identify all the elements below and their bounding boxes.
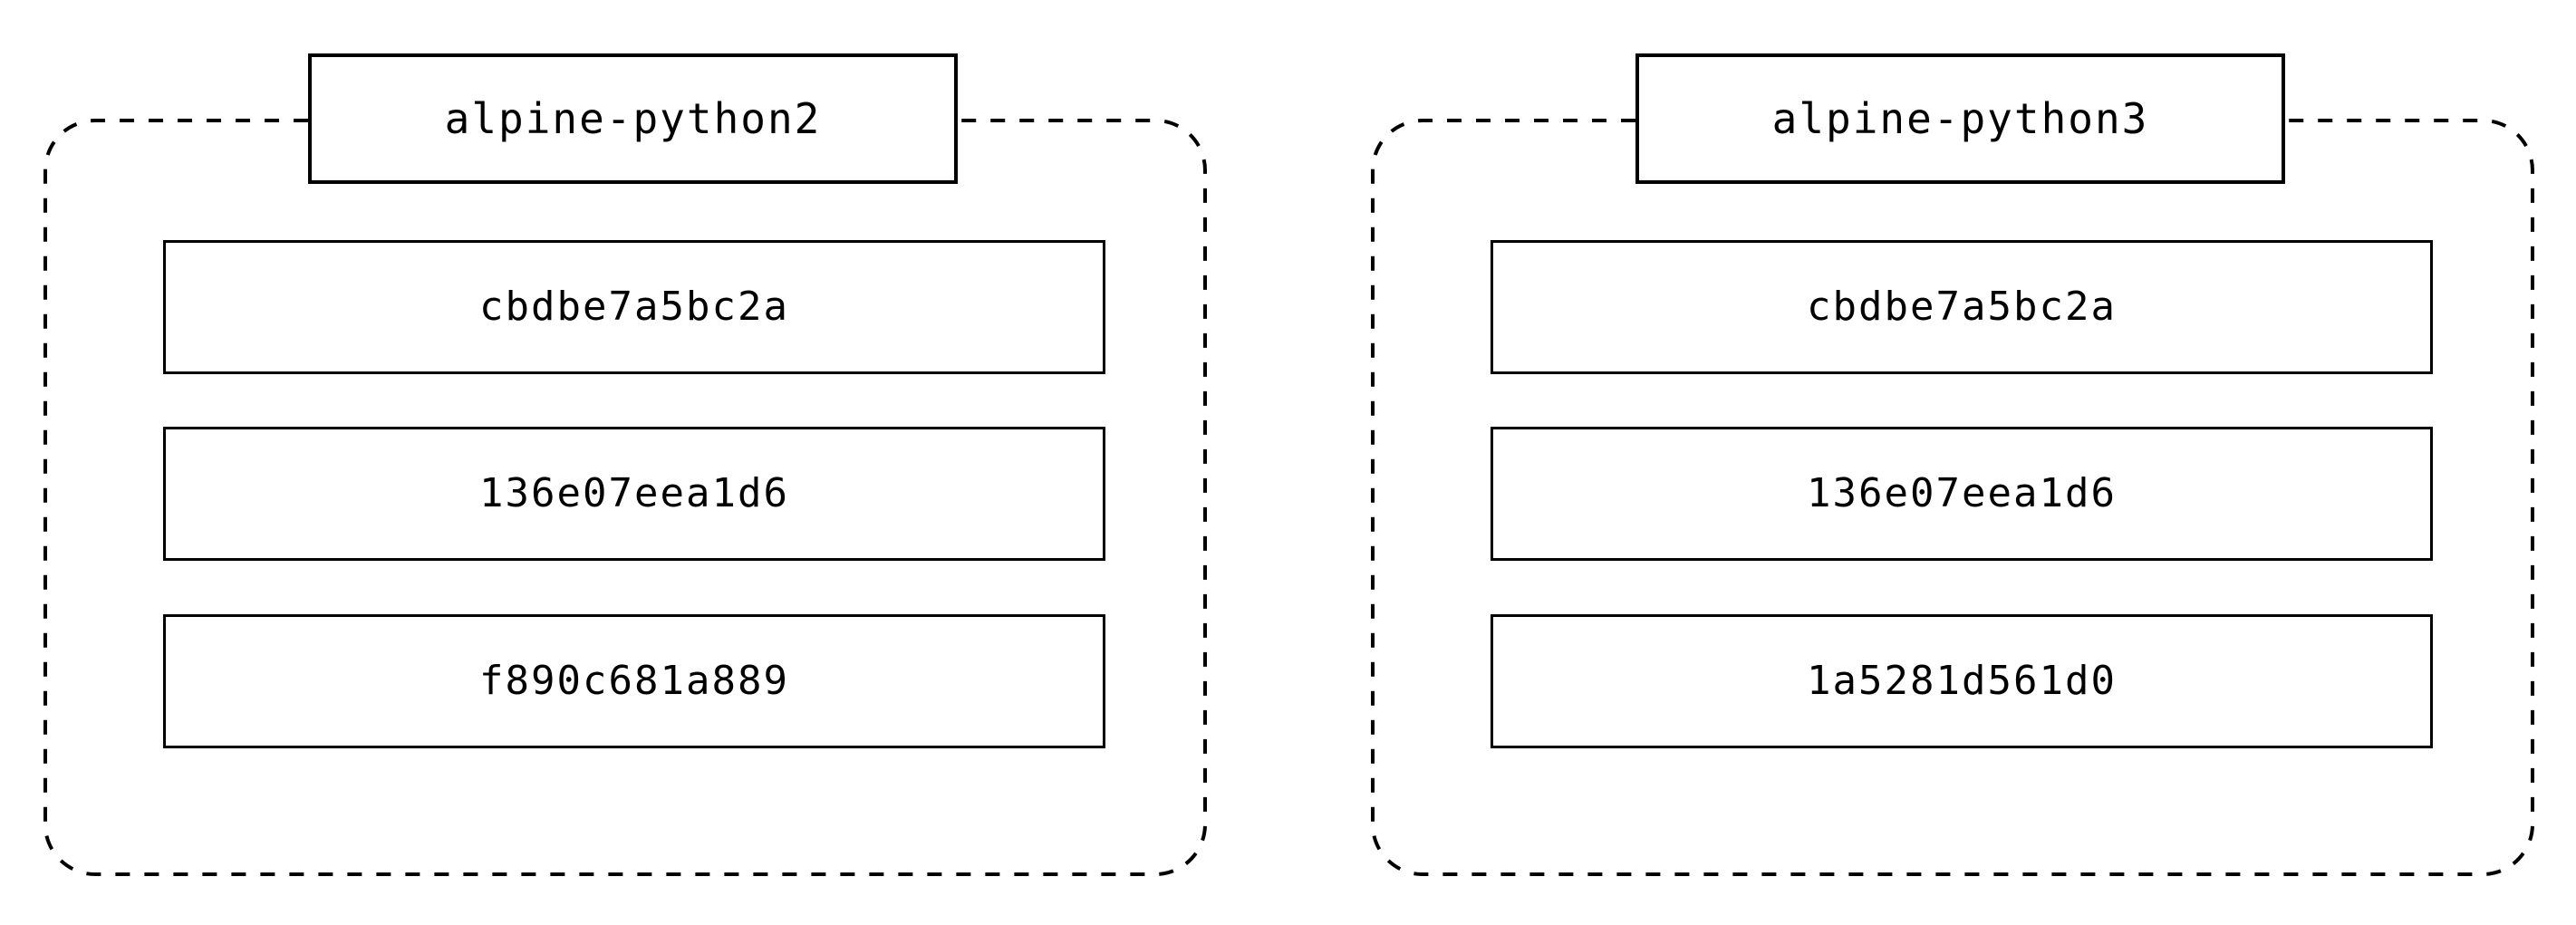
cluster-title-label: alpine-python2 (444, 94, 822, 143)
cluster-title-label: alpine-python3 (1771, 94, 2149, 143)
cluster-title-alpine-python2[interactable]: alpine-python2 (308, 53, 958, 184)
layer-node-r3[interactable]: 1a5281d561d0 (1491, 614, 2433, 748)
layer-node-label: 136e07eea1d6 (479, 470, 789, 516)
layer-node-label: cbdbe7a5bc2a (479, 284, 789, 330)
layer-node-label: 136e07eea1d6 (1807, 470, 2117, 516)
layer-node-l2[interactable]: 136e07eea1d6 (163, 427, 1105, 561)
layer-node-label: 1a5281d561d0 (1807, 658, 2117, 704)
layer-node-r2[interactable]: 136e07eea1d6 (1491, 427, 2433, 561)
cluster-title-alpine-python3[interactable]: alpine-python3 (1635, 53, 2285, 184)
layer-node-label: cbdbe7a5bc2a (1807, 284, 2117, 330)
layer-node-label: f890c681a889 (479, 658, 789, 704)
layer-node-r1[interactable]: cbdbe7a5bc2a (1491, 240, 2433, 374)
layer-node-l3[interactable]: f890c681a889 (163, 614, 1105, 748)
layer-node-l1[interactable]: cbdbe7a5bc2a (163, 240, 1105, 374)
